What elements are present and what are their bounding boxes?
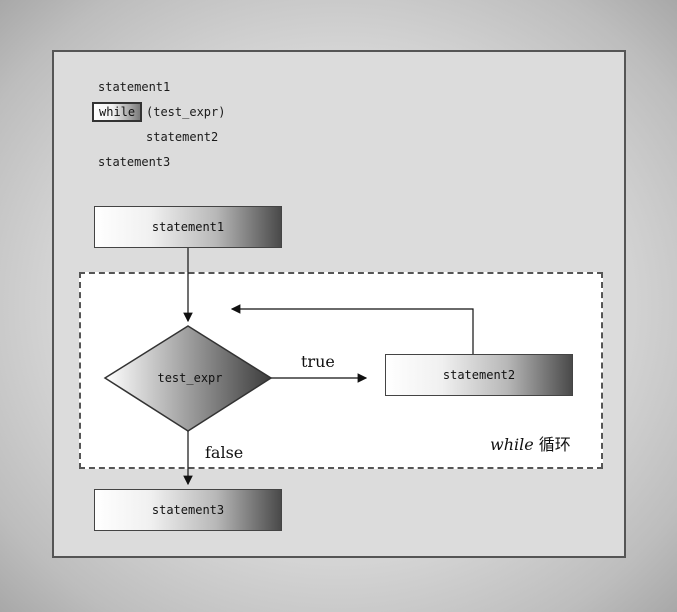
false-label: false	[205, 443, 244, 462]
while-keyword-highlight	[92, 102, 142, 122]
arrow-loop-back	[230, 304, 474, 354]
while-loop-keyword: while	[490, 435, 534, 454]
statement2-box-label: statement2	[442, 368, 516, 382]
statement1-box: statement1	[94, 206, 282, 248]
statement1-box-label: statement1	[151, 220, 225, 234]
true-label: true	[301, 352, 335, 371]
statement3-box: statement3	[94, 489, 282, 531]
code-line-statement1: statement1	[98, 80, 171, 94]
while-loop-suffix: 循环	[538, 435, 571, 454]
code-line-statement3: statement3	[98, 155, 171, 169]
condition-label: test_expr	[157, 371, 223, 385]
code-keyword-while: while	[99, 105, 136, 119]
statement2-box: statement2	[385, 354, 573, 396]
statement3-box-label: statement3	[151, 503, 225, 517]
code-line-statement2: statement2	[146, 130, 219, 144]
while-loop-label: while 循环	[490, 431, 571, 455]
code-line-condition: (test_expr)	[146, 105, 226, 119]
